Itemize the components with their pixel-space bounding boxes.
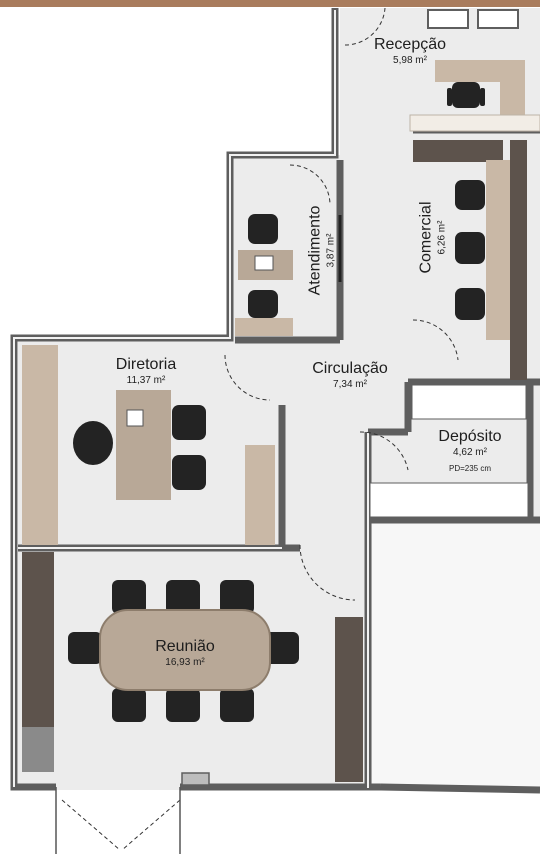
comercial-desk bbox=[486, 160, 510, 340]
room-label-circulacao: Circulação 7,34 m² bbox=[290, 360, 410, 391]
reception-chair bbox=[447, 82, 485, 108]
room-area: 11,37 m² bbox=[126, 375, 166, 386]
comercial-cabinet bbox=[510, 140, 527, 380]
room-ceiling-height: PD=235 cm bbox=[448, 464, 492, 473]
room-label-deposito: Depósito 4,62 m² PD=235 cm bbox=[415, 428, 525, 474]
inner-wall-lines bbox=[13, 10, 369, 788]
top-band bbox=[0, 0, 540, 7]
room-area: 7,34 m² bbox=[333, 379, 367, 390]
diretoria-chairs bbox=[73, 405, 206, 490]
reuniao-left-cabinet bbox=[22, 552, 54, 727]
room-area: 3,87 m² bbox=[325, 233, 337, 268]
reception-counter-side bbox=[500, 60, 525, 115]
comercial-chairs bbox=[455, 180, 485, 320]
room-name: Depósito bbox=[438, 428, 502, 445]
room-area: 16,93 m² bbox=[165, 657, 205, 668]
room-name: Circulação bbox=[312, 360, 388, 377]
reuniao-chairs bbox=[68, 580, 299, 722]
atendimento-chairs bbox=[248, 214, 278, 318]
diretoria-left-cabinet bbox=[22, 345, 58, 545]
reuniao-table bbox=[99, 609, 271, 691]
door-swings bbox=[61, 7, 459, 851]
window-top-1 bbox=[427, 9, 469, 29]
room-label-reuniao: Reunião 16,93 m² bbox=[135, 638, 235, 669]
deposito-bottom-shelf bbox=[369, 482, 529, 518]
room-name: Comercial bbox=[417, 201, 435, 274]
room-label-atendimento: Atendimento 3,87 m² bbox=[307, 191, 338, 311]
room-area: 6,26 m² bbox=[436, 220, 448, 255]
room-label-diretoria: Diretoria 11,37 m² bbox=[96, 356, 196, 387]
room-name: Reunião bbox=[155, 638, 215, 655]
diretoria-monitor bbox=[126, 409, 144, 427]
room-label-recepcao: Recepção 5,98 m² bbox=[360, 36, 460, 67]
exterior-lower-right bbox=[372, 518, 540, 788]
atendimento-cabinet bbox=[235, 318, 293, 336]
reuniao-right-cabinet bbox=[335, 617, 363, 782]
diretoria-desk bbox=[116, 390, 171, 500]
room-name: Recepção bbox=[373, 36, 447, 53]
reception-shelf bbox=[409, 114, 540, 132]
room-label-comercial: Comercial 6,26 m² bbox=[418, 188, 449, 288]
room-name: Atendimento bbox=[306, 205, 324, 296]
diretoria-right-cabinet bbox=[245, 445, 275, 545]
comercial-dark-wall bbox=[413, 140, 503, 162]
reuniao-left-cabinet-lower bbox=[22, 727, 54, 772]
room-area: 5,98 m² bbox=[393, 55, 427, 66]
atendimento-monitor bbox=[254, 255, 274, 271]
deposito-top-shelf bbox=[411, 384, 527, 420]
window-top-2 bbox=[477, 9, 519, 29]
entrance-doors bbox=[55, 772, 210, 854]
room-area: 4,62 m² bbox=[453, 447, 487, 458]
room-name: Diretoria bbox=[115, 356, 177, 373]
